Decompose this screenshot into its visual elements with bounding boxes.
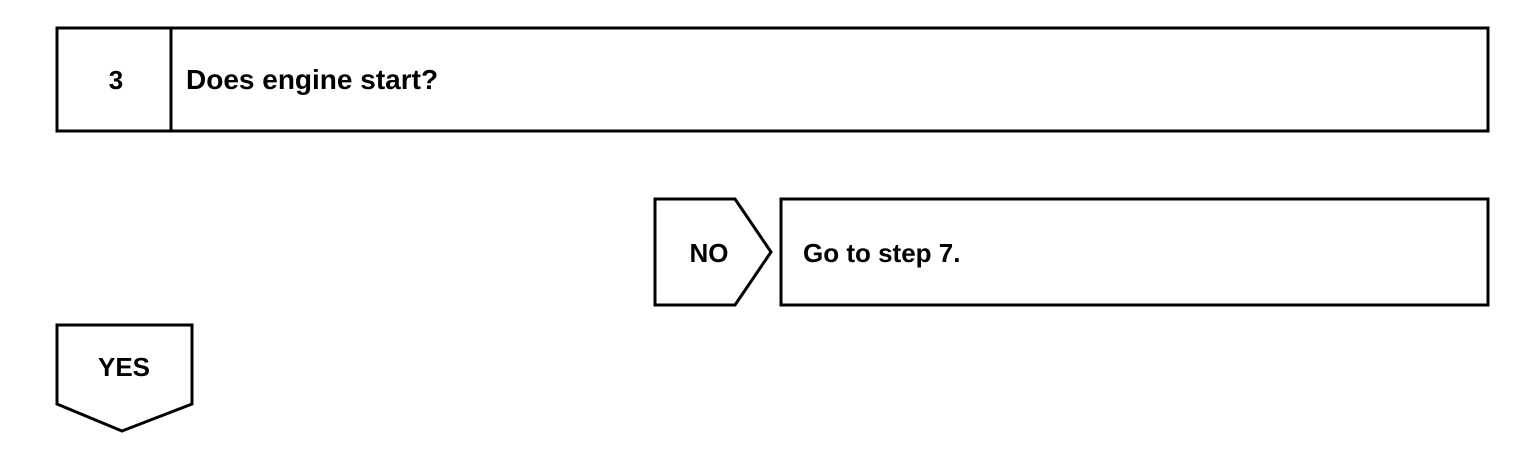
- no-action-box: [779, 197, 1490, 307]
- no-action-text: Go to step 7.: [803, 238, 960, 268]
- step-box: 3 Does engine start?: [55, 26, 1490, 133]
- yes-branch: YES: [55, 323, 194, 433]
- no-branch: NO Go to step 7.: [653, 197, 1490, 307]
- step-box-frame: [55, 26, 1490, 133]
- yes-arrow-shape: [55, 323, 194, 433]
- step-question: Does engine start?: [186, 64, 438, 95]
- yes-label: YES: [98, 352, 150, 382]
- no-arrow-shape: [653, 197, 773, 307]
- no-label: NO: [690, 238, 729, 268]
- step-number: 3: [109, 65, 123, 95]
